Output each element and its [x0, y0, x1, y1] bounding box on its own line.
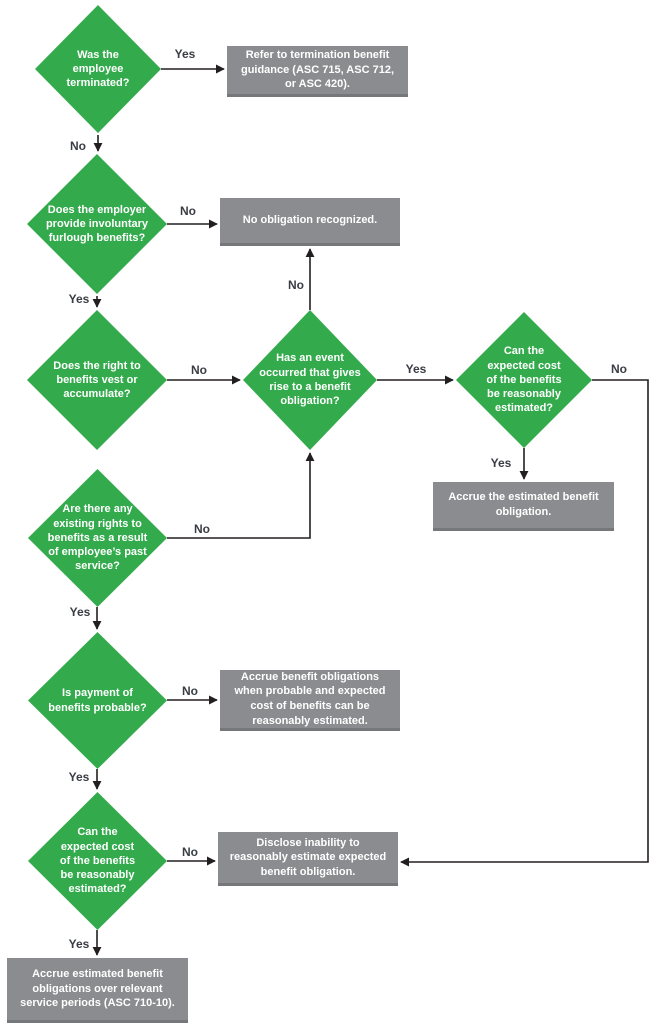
decision-furlough-text: Does the employer provide involuntary fu…: [45, 203, 149, 245]
decision-estimate-right-text: Can the expected cost of the benefits be…: [486, 345, 562, 415]
decision-probable-text: Is payment of benefits probable?: [48, 687, 147, 714]
edge-label-no: No: [611, 362, 627, 376]
outcome-refer-termination-guidance-text: Refer to termination benefit guidance (A…: [240, 49, 395, 91]
outcome-accrue-over-service: Accrue estimated benefit obligations ove…: [7, 958, 188, 1023]
edge-label-yes: Yes: [174, 47, 196, 61]
outcome-accrue-when-probable-text: Accrue benefit obligations when probable…: [234, 670, 386, 727]
decision-existing-rights-text: Are there any existing rights to benefit…: [47, 503, 148, 573]
decision-terminated-text: Was the employee terminated?: [66, 48, 130, 90]
outcome-accrue-estimated-text: Accrue the estimated benefit obligation.: [448, 491, 599, 518]
edge-label-no: No: [180, 204, 196, 218]
edge-estimate-right-no: [400, 379, 649, 867]
outcome-refer-termination-guidance: Refer to termination benefit guidance (A…: [227, 46, 408, 97]
decision-estimate-bottom-text: Can the expected cost of the benefits be…: [59, 826, 136, 896]
outcome-disclose-inability: Disclose inability to reasonably estimat…: [218, 832, 398, 886]
edge-label-yes: Yes: [405, 362, 427, 376]
edge-label-no: No: [194, 522, 210, 536]
edge-label-no: No: [182, 845, 198, 859]
edge-label-yes: Yes: [490, 456, 512, 470]
edge-label-yes: Yes: [68, 292, 90, 306]
outcome-disclose-inability-text: Disclose inability to reasonably estimat…: [229, 836, 387, 878]
edge-label-yes: Yes: [69, 605, 91, 619]
outcome-no-obligation: No obligation recognized.: [220, 198, 400, 246]
outcome-no-obligation-text: No obligation recognized.: [242, 214, 378, 227]
decision-vest-text: Does the right to benefits vest or accum…: [53, 359, 141, 401]
edge-label-no: No: [182, 684, 198, 698]
edge-label-yes: Yes: [68, 770, 90, 784]
edge-existing-rights-no: [167, 452, 315, 539]
edge-label-yes: Yes: [68, 937, 90, 951]
outcome-accrue-estimated: Accrue the estimated benefit obligation.: [433, 482, 614, 531]
decision-event-text: Has an event occurred that gives rise to…: [259, 352, 361, 408]
edge-label-no: No: [191, 363, 207, 377]
edge-label-no: No: [70, 139, 86, 153]
outcome-accrue-over-service-text: Accrue estimated benefit obligations ove…: [20, 968, 175, 1010]
outcome-accrue-when-probable: Accrue benefit obligations when probable…: [220, 670, 400, 731]
edge-label-no: No: [288, 278, 304, 292]
